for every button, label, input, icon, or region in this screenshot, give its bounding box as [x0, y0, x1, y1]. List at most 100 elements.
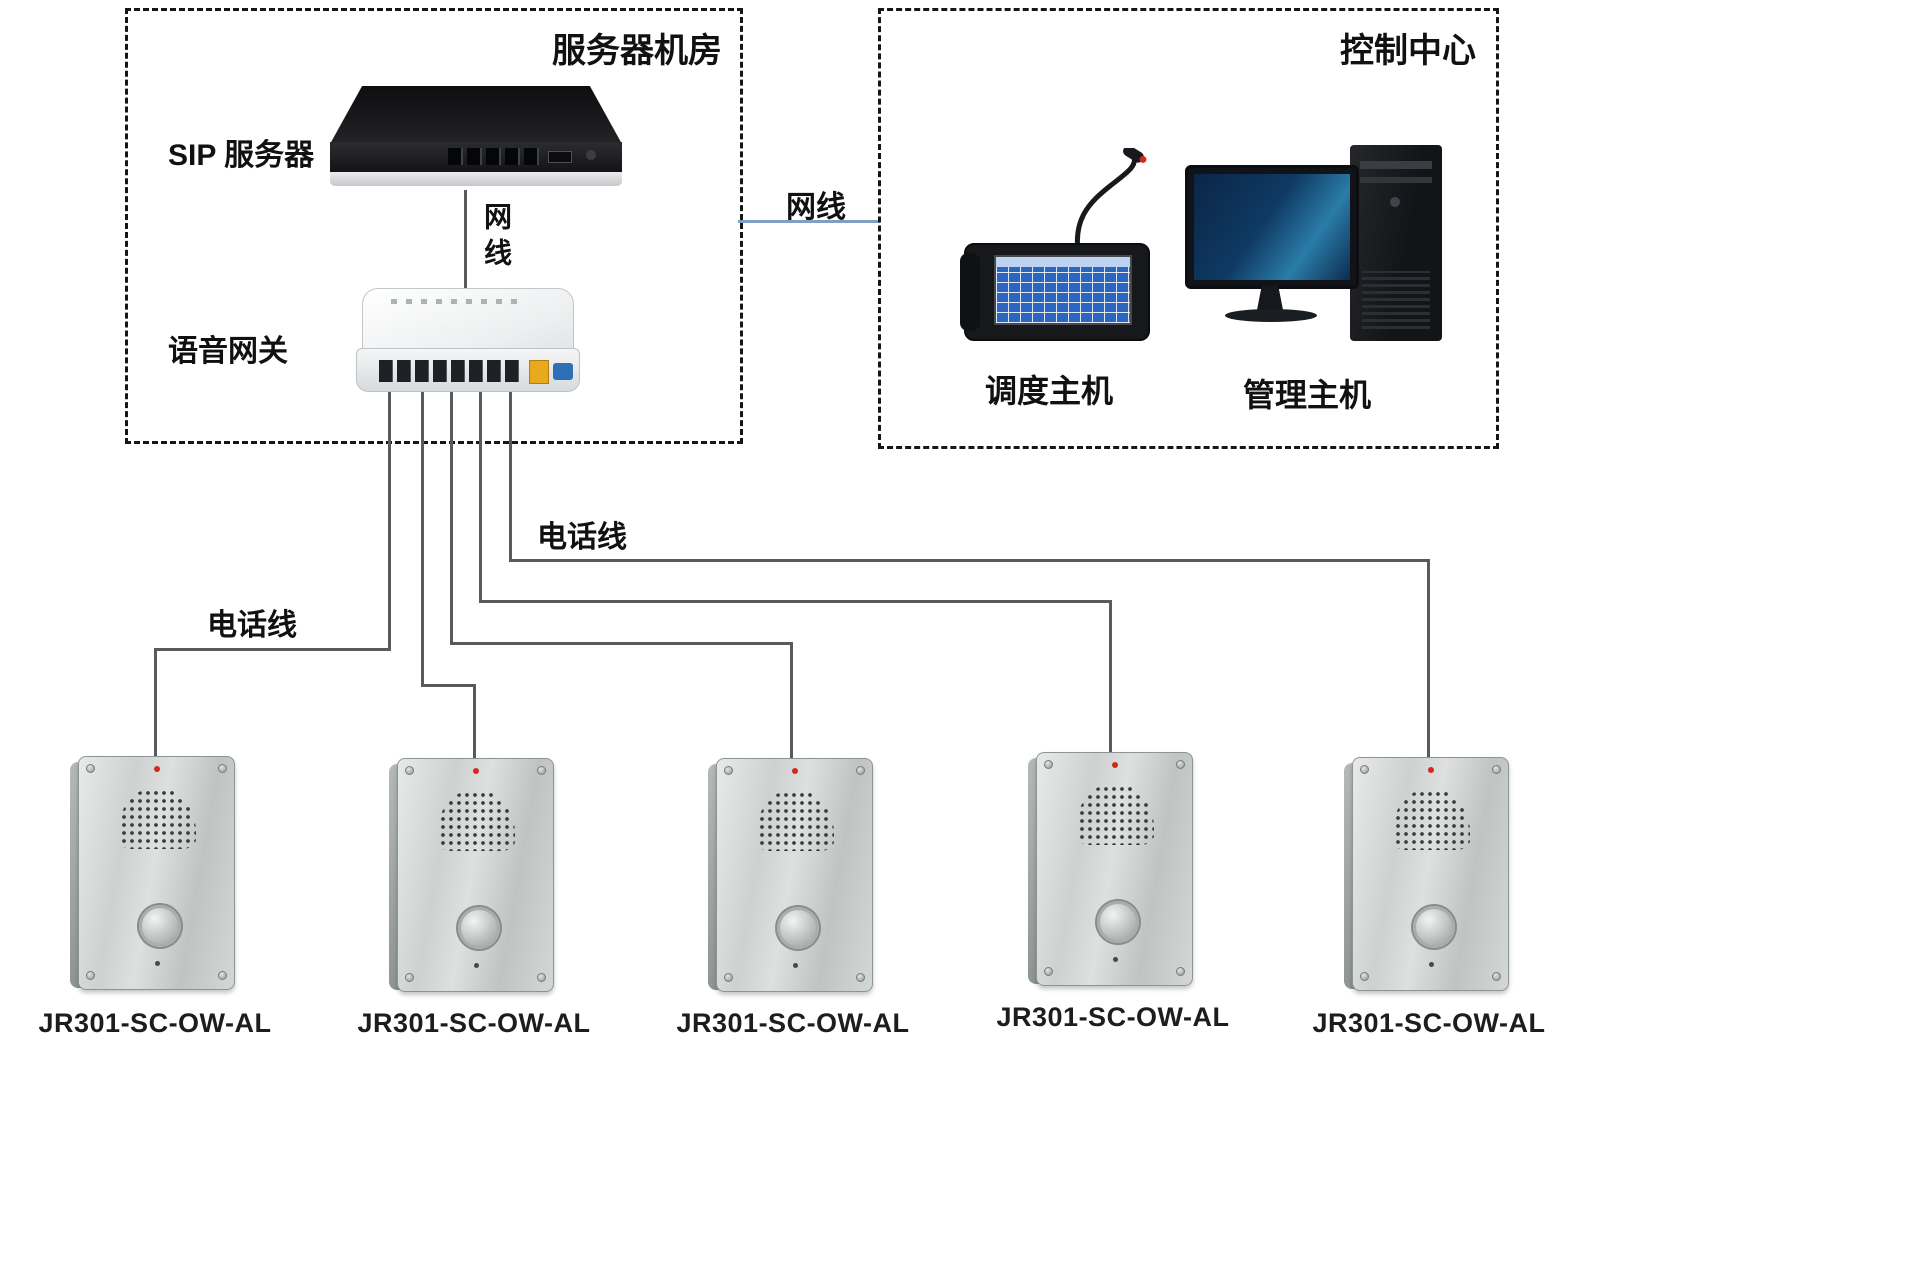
gateway-uplink-port-icon: [553, 363, 573, 380]
server-ports-icon: [448, 148, 540, 165]
phone-line-5-run: [509, 559, 1430, 562]
phone-line-5-tail: [1427, 559, 1430, 759]
phone-line-1-tail: [154, 648, 157, 758]
intercom-front-panel: [78, 756, 235, 990]
server-room-box: 服务器机房: [125, 8, 743, 444]
server-top-panel: [330, 86, 622, 144]
screw-icon: [86, 764, 95, 773]
phone-line-3-tail: [790, 642, 793, 760]
screw-icon: [218, 971, 227, 980]
server-usb-port-icon: [548, 151, 572, 163]
call-button-icon: [776, 907, 819, 949]
intercom-model-label-2: JR301-SC-OW-AL: [357, 1008, 591, 1038]
gateway-wan-port-icon: [529, 360, 549, 384]
phone-line-2-drop: [421, 392, 424, 686]
screw-icon: [405, 973, 414, 982]
gateway-rj45-ports-icon: [379, 360, 521, 382]
cable-label-vertical: 网线: [481, 202, 512, 274]
intercom-device-2: [389, 758, 554, 992]
management-host-label: 管理主机: [1243, 377, 1372, 413]
intercom-model-label-4: JR301-SC-OW-AL: [996, 1002, 1230, 1032]
intercom-device-3: [708, 758, 873, 992]
intercom-front-panel: [716, 758, 873, 992]
phone-line-label-right: 电话线: [537, 521, 627, 554]
intercom-model-label-1: JR301-SC-OW-AL: [38, 1008, 272, 1038]
gateway-front-panel: [356, 348, 580, 392]
screw-icon: [537, 766, 546, 775]
phone-line-2-run: [421, 684, 476, 687]
voice-gateway-image: [356, 288, 580, 396]
screw-icon: [724, 973, 733, 982]
pc-monitor: [1185, 165, 1359, 289]
gooseneck-mic-icon: [1074, 148, 1147, 265]
screw-icon: [1176, 760, 1185, 769]
status-led-icon: [153, 766, 160, 772]
screw-icon: [1492, 765, 1501, 774]
pc-drive-bay-icon: [1360, 161, 1432, 169]
screw-icon: [856, 973, 865, 982]
mic-hole-icon: [1428, 962, 1434, 967]
call-button-icon: [1412, 906, 1455, 948]
screw-icon: [1492, 972, 1501, 981]
server-room-title: 服务器机房: [552, 32, 722, 70]
phone-line-5-drop: [509, 392, 512, 561]
status-led-icon: [791, 768, 798, 774]
control-center-box: 控制中心: [878, 8, 1499, 449]
call-button-icon: [1096, 901, 1139, 943]
speaker-grille-icon: [1391, 788, 1470, 850]
sip-server-label: SIP 服务器: [168, 139, 315, 172]
intercom-front-panel: [1036, 752, 1193, 986]
phone-line-2-tail: [473, 684, 476, 760]
phone-line-3-drop: [450, 392, 453, 644]
screw-icon: [1176, 967, 1185, 976]
phone-line-label-left: 电话线: [207, 609, 297, 642]
pc-power-button-icon: [1390, 197, 1400, 207]
console-handset-icon: [960, 253, 980, 331]
mic-hole-icon: [473, 963, 479, 968]
cable-serverroom-controlcenter: [738, 220, 880, 223]
mic-hole-icon: [154, 961, 160, 966]
gateway-label: 语音网关: [168, 335, 288, 368]
screw-icon: [1044, 967, 1053, 976]
call-button-icon: [457, 907, 500, 949]
gateway-led-row-icon: [391, 299, 521, 304]
dispatch-host-label: 调度主机: [985, 373, 1114, 409]
screw-icon: [537, 973, 546, 982]
screw-icon: [856, 766, 865, 775]
intercom-device-1: [70, 756, 235, 990]
mic-hole-icon: [1112, 957, 1118, 962]
pc-tower: [1350, 145, 1442, 341]
pc-vent-icon: [1362, 271, 1430, 329]
screw-icon: [405, 766, 414, 775]
intercom-front-panel: [1352, 757, 1509, 991]
pc-monitor-stand: [1257, 286, 1283, 310]
screw-icon: [86, 971, 95, 980]
pc-drive-bay-icon: [1360, 177, 1432, 183]
screw-icon: [1044, 760, 1053, 769]
phone-line-4-drop: [479, 392, 482, 602]
dispatch-console-image: [952, 148, 1157, 344]
speaker-grille-icon: [117, 787, 196, 849]
screw-icon: [724, 766, 733, 775]
mic-hole-icon: [792, 963, 798, 968]
server-base-panel: [330, 172, 622, 186]
call-button-icon: [138, 905, 181, 947]
cable-server-gateway: [464, 190, 467, 292]
phone-line-3-run: [450, 642, 793, 645]
speaker-grille-icon: [755, 789, 834, 851]
status-led-icon: [1111, 762, 1118, 768]
speaker-grille-icon: [436, 789, 515, 851]
intercom-model-label-5: JR301-SC-OW-AL: [1312, 1008, 1546, 1038]
pc-screen: [1194, 174, 1350, 280]
screw-icon: [1360, 972, 1369, 981]
speaker-grille-icon: [1075, 783, 1154, 845]
status-led-icon: [1427, 767, 1434, 773]
console-body: [960, 243, 1150, 341]
lan-cable-label: 网线: [786, 191, 846, 224]
sip-server-image: [330, 86, 622, 190]
phone-line-4-tail: [1109, 600, 1112, 754]
intercom-front-panel: [397, 758, 554, 992]
pc-monitor-base: [1225, 309, 1317, 322]
intercom-device-4: [1028, 752, 1193, 986]
